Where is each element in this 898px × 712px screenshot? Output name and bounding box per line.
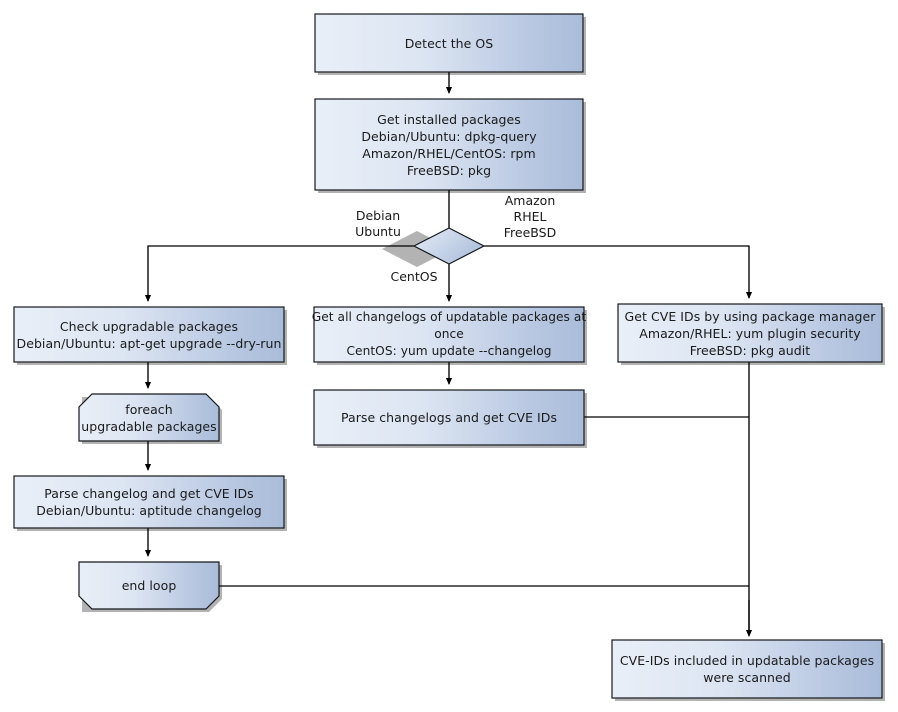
shape-get-installed-packages <box>314 98 584 191</box>
shape-foreach-upgradable <box>78 393 220 442</box>
node-os-decision[interactable] <box>414 228 484 264</box>
shape-parse-changelog-cve-deb <box>13 475 285 529</box>
node-end-loop[interactable]: end loop <box>121 578 177 593</box>
edge-label-centos: CentOS <box>390 269 438 284</box>
connectors <box>144 72 753 637</box>
node-parse-changelogs-cve[interactable]: Parse changelogs and get CVE IDs <box>340 410 558 425</box>
edge-decision-to-get-cve-ids <box>484 245 753 299</box>
edge-label-debian-ubuntu: Debian Ubuntu <box>355 208 401 239</box>
shape-check-upgradable <box>13 306 285 363</box>
shape-cve-ids-scanned <box>611 639 883 699</box>
shape-parse-changelogs-cve <box>313 389 585 446</box>
shape-detect-os <box>314 13 584 73</box>
edge-decision-to-check-upgradable <box>144 245 414 302</box>
shape-get-cve-ids-pkg-manager <box>617 303 883 363</box>
edge-label-amazon-rhel-freebsd: Amazon RHEL FreeBSD <box>503 193 557 240</box>
node-shapes <box>13 13 883 699</box>
node-get-cve-ids-pkg-manager[interactable]: Get CVE IDs by using package manager Ama… <box>624 308 876 358</box>
node-foreach-upgradable[interactable]: foreach upgradable packages <box>81 401 217 434</box>
node-detect-os[interactable]: Detect the OS <box>404 35 494 51</box>
node-get-all-changelogs[interactable]: Get all changelogs of updatable packages… <box>311 310 587 358</box>
shape-end-loop <box>78 561 220 610</box>
node-check-upgradable[interactable]: Check upgradable packages Debian/Ubuntu:… <box>16 318 282 351</box>
node-parse-changelog-cve-deb[interactable]: Parse changelog and get CVE IDs Debian/U… <box>36 486 262 518</box>
shape-get-all-changelogs <box>313 306 585 363</box>
node-cve-ids-scanned[interactable]: CVE-IDs included in updatable packages w… <box>619 653 875 685</box>
node-get-installed-packages[interactable]: Get installed packages Debian/Ubuntu: dp… <box>361 111 537 178</box>
shape-os-decision <box>412 227 486 265</box>
